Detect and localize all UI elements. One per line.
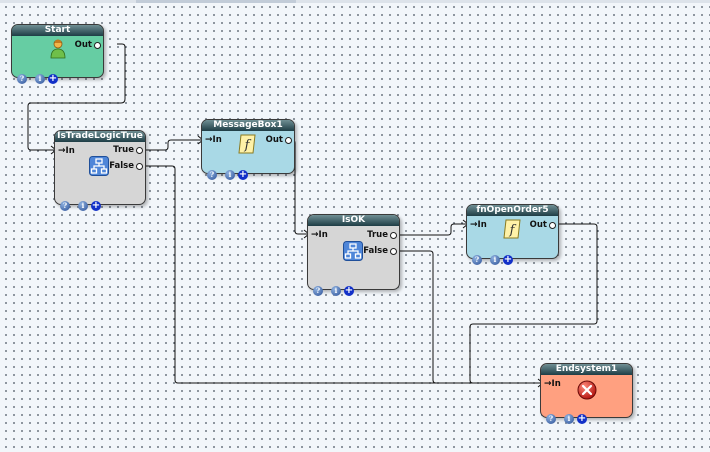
node-endsystem1[interactable]: Endsystem1 →In ? i +: [540, 363, 633, 424]
wire-istradelogictrue-true-to-messagebox1: [143, 139, 203, 151]
node-start[interactable]: Start Out ? i +: [11, 24, 104, 84]
output-connector-icon[interactable]: [94, 42, 101, 49]
function-icon: f: [503, 219, 521, 243]
help-icon[interactable]: ?: [313, 286, 323, 296]
wire-fnopenorder5-to-endsystem1: [469, 223, 598, 384]
node-title: Start: [12, 25, 103, 36]
node-title: Endsystem1: [541, 364, 632, 375]
node-isok[interactable]: IsOK →In True False ? i +: [307, 214, 400, 296]
port-in[interactable]: →In: [58, 146, 75, 156]
add-icon[interactable]: +: [91, 200, 101, 211]
output-connector-icon[interactable]: [549, 222, 556, 229]
output-connector-icon[interactable]: [390, 248, 397, 255]
top-tab-strip: [0, 0, 710, 3]
input-arrow-icon: →: [311, 230, 319, 240]
add-icon[interactable]: +: [238, 169, 248, 180]
port-in[interactable]: →In: [205, 135, 222, 145]
port-true[interactable]: True: [367, 230, 397, 240]
input-arrow-icon: →: [58, 146, 66, 156]
stop-x-icon: [577, 380, 597, 404]
port-false[interactable]: False: [363, 246, 397, 256]
port-false[interactable]: False: [109, 161, 143, 171]
help-icon[interactable]: ?: [17, 74, 27, 84]
port-in-label: In: [212, 135, 222, 145]
svg-text:f: f: [244, 138, 252, 153]
output-connector-icon[interactable]: [390, 232, 397, 239]
help-icon[interactable]: ?: [207, 170, 217, 180]
help-icon[interactable]: ?: [472, 255, 482, 265]
port-out[interactable]: Out: [74, 40, 101, 50]
node-title: IsOK: [308, 215, 399, 226]
wire-istradelogictrue-false-to-endsystem1: [143, 165, 543, 384]
port-false-label: False: [109, 161, 134, 171]
node-title: fnOpenOrder5: [467, 205, 558, 216]
port-out-label: Out: [529, 220, 547, 230]
add-icon[interactable]: +: [344, 285, 354, 296]
port-true-label: True: [367, 230, 388, 240]
port-out[interactable]: Out: [265, 135, 292, 145]
port-in-label: In: [65, 146, 75, 156]
info-icon[interactable]: i: [564, 414, 574, 424]
node-istradelogictrue[interactable]: IsTradeLogicTrue →In True False ? i +: [54, 130, 146, 211]
info-icon[interactable]: i: [225, 170, 235, 180]
info-icon[interactable]: i: [35, 74, 45, 84]
output-connector-icon[interactable]: [136, 147, 143, 154]
port-out-label: Out: [74, 40, 92, 50]
node-title: MessageBox1: [202, 120, 294, 131]
add-icon[interactable]: +: [577, 413, 587, 424]
node-title: IsTradeLogicTrue: [55, 131, 145, 142]
port-out-label: Out: [265, 135, 283, 145]
help-icon[interactable]: ?: [60, 201, 70, 211]
port-true[interactable]: True: [113, 145, 143, 155]
branch-icon: [343, 241, 363, 265]
wire-isok-true-to-fnopenorder5: [397, 223, 468, 236]
port-false-label: False: [363, 246, 388, 256]
node-fnopenorder5[interactable]: fnOpenOrder5 →In Out f ? i +: [466, 204, 559, 265]
node-messagebox1[interactable]: MessageBox1 →In Out f ? i +: [201, 119, 295, 180]
info-icon[interactable]: i: [331, 286, 341, 296]
port-in[interactable]: →In: [311, 230, 328, 240]
branch-icon: [89, 156, 109, 180]
port-in-label: In: [477, 220, 487, 230]
port-in-label: In: [551, 379, 561, 389]
port-true-label: True: [113, 145, 134, 155]
input-arrow-icon: →: [544, 379, 552, 389]
info-icon[interactable]: i: [78, 201, 88, 211]
add-icon[interactable]: +: [503, 254, 513, 265]
function-icon: f: [238, 134, 256, 158]
help-icon[interactable]: ?: [546, 414, 556, 424]
port-out[interactable]: Out: [529, 220, 556, 230]
active-tab-indicator[interactable]: [136, 0, 296, 3]
port-in[interactable]: →In: [544, 379, 561, 389]
port-in[interactable]: →In: [470, 220, 487, 230]
output-connector-icon[interactable]: [285, 137, 292, 144]
input-arrow-icon: →: [205, 135, 213, 145]
wire-start-to-istradelogictrue: [27, 43, 126, 151]
add-icon[interactable]: +: [48, 73, 58, 84]
port-in-label: In: [318, 230, 328, 240]
output-connector-icon[interactable]: [136, 163, 143, 170]
input-arrow-icon: →: [470, 220, 478, 230]
wire-isok-false-to-endsystem1: [397, 250, 543, 384]
info-icon[interactable]: i: [490, 255, 500, 265]
person-icon: [50, 39, 66, 63]
svg-text:f: f: [509, 223, 517, 238]
